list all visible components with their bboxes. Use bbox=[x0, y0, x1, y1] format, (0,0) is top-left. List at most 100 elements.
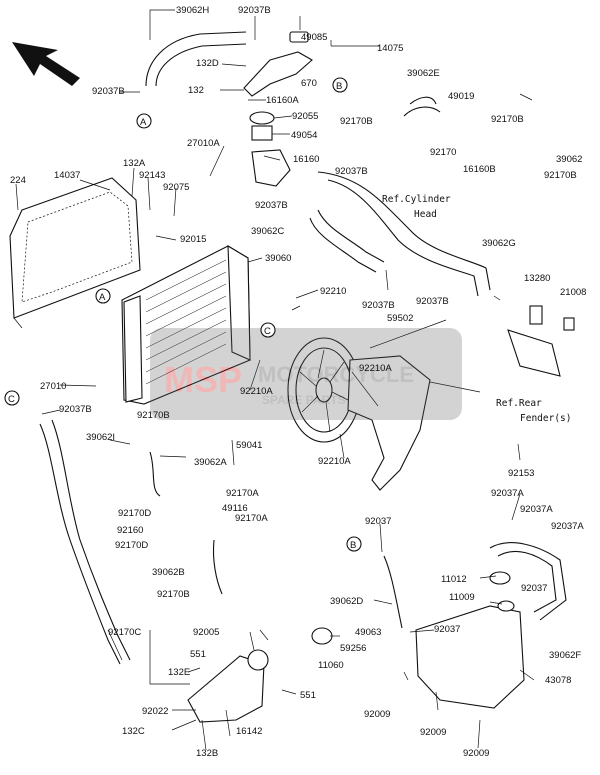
part-label: 670 bbox=[301, 78, 317, 89]
part-label: 92037B bbox=[255, 200, 288, 211]
part-label: 39062C bbox=[251, 226, 284, 237]
part-label: 132 bbox=[188, 85, 204, 96]
part-label: 92170B bbox=[491, 114, 524, 125]
callout-b-2: B bbox=[350, 540, 356, 551]
part-label: 92170A bbox=[226, 488, 259, 499]
cooling-fan bbox=[287, 337, 481, 491]
part-label: 92170B bbox=[157, 589, 190, 600]
part-label: 92037B bbox=[362, 300, 395, 311]
ref-rear-fender-line2: Fender(s) bbox=[520, 413, 571, 424]
part-label: 14037 bbox=[54, 170, 80, 181]
part-label: 92170 bbox=[430, 147, 456, 158]
part-label: 551 bbox=[190, 649, 206, 660]
part-label: 92210A bbox=[318, 456, 351, 467]
part-label: 39062E bbox=[407, 68, 440, 79]
reservoir-tank bbox=[415, 571, 525, 709]
part-label: 551 bbox=[300, 690, 316, 701]
ref-rear-fender-line1: Ref.Rear bbox=[496, 398, 542, 409]
part-label: 49116 bbox=[222, 503, 248, 514]
part-label: 92160 bbox=[117, 525, 143, 536]
part-label: 92210A bbox=[359, 363, 392, 374]
part-label: 27010 bbox=[40, 381, 66, 392]
part-label: 92037 bbox=[365, 516, 391, 527]
part-label: 59041 bbox=[236, 440, 262, 451]
front-direction-arrow-icon bbox=[12, 42, 80, 86]
part-label: 49085 bbox=[301, 32, 327, 43]
part-label: 92037 bbox=[521, 583, 547, 594]
part-label: 39062F bbox=[549, 650, 581, 661]
callout-a-1: A bbox=[140, 117, 147, 128]
part-label: 92022 bbox=[142, 706, 168, 717]
part-label: 92170D bbox=[118, 508, 151, 519]
thermostat-housing bbox=[243, 31, 313, 187]
part-label: 39062I bbox=[86, 432, 115, 443]
part-label: 132E bbox=[168, 667, 190, 678]
radiator-core bbox=[121, 245, 251, 405]
part-label: 14075 bbox=[377, 43, 403, 54]
radiator-screen bbox=[9, 177, 141, 329]
bracket bbox=[507, 305, 575, 377]
part-label: 16160A bbox=[266, 95, 299, 106]
part-label: 92055 bbox=[292, 111, 318, 122]
part-label: 13280 bbox=[524, 273, 550, 284]
part-label: 132D bbox=[196, 58, 219, 69]
leader-lines bbox=[15, 9, 535, 751]
part-label: 59256 bbox=[340, 643, 366, 654]
part-label: 27010A bbox=[187, 138, 220, 149]
watermark-text: MOTORCYCLE bbox=[258, 362, 414, 387]
part-label: 39060 bbox=[265, 253, 291, 264]
part-label: 92170B bbox=[137, 410, 170, 421]
part-label: 39062 bbox=[556, 154, 582, 165]
part-label: 92015 bbox=[180, 234, 206, 245]
water-pump bbox=[187, 627, 333, 723]
hoses bbox=[39, 31, 567, 665]
part-label: 11012 bbox=[441, 574, 467, 585]
part-label: 92037A bbox=[520, 504, 553, 515]
part-label: 92153 bbox=[508, 468, 534, 479]
part-label: 92037B bbox=[92, 86, 125, 97]
part-label: 39062G bbox=[482, 238, 516, 249]
part-label: 92143 bbox=[139, 170, 165, 181]
part-label: 92037 bbox=[434, 624, 460, 635]
part-label: 39062D bbox=[330, 596, 363, 607]
ref-cylinder-head-line1: Ref.Cylinder bbox=[382, 194, 451, 205]
callout-c-2: C bbox=[8, 394, 15, 405]
part-label: 92009 bbox=[364, 709, 390, 720]
part-label: 92210 bbox=[320, 286, 346, 297]
callout-circles: A B A C C B bbox=[4, 77, 362, 552]
part-label: 92210A bbox=[240, 386, 273, 397]
part-label: 39062A bbox=[194, 457, 227, 468]
callout-a-2: A bbox=[99, 292, 106, 303]
part-label: 39062H bbox=[176, 5, 209, 16]
part-label: 16160 bbox=[293, 154, 319, 165]
part-labels: 39062H 92037B 92037B 49085 14075 132D 67… bbox=[10, 5, 586, 759]
part-label: 59502 bbox=[387, 313, 413, 324]
part-label: 92170B bbox=[544, 170, 577, 181]
watermark: MSP MOTORCYCLE SPARE PARTS bbox=[150, 328, 462, 420]
part-label: 92009 bbox=[420, 727, 446, 738]
part-label: 92037A bbox=[551, 521, 584, 532]
part-label: 49063 bbox=[355, 627, 381, 638]
watermark-subtext: SPARE PARTS bbox=[262, 393, 346, 407]
part-label: 92170B bbox=[340, 116, 373, 127]
callout-b-1: B bbox=[336, 81, 342, 92]
part-label: 21008 bbox=[560, 287, 586, 298]
part-label: 132A bbox=[123, 158, 146, 169]
ref-cylinder-head-line2: Head bbox=[414, 209, 437, 220]
watermark-logo: MSP bbox=[164, 359, 242, 400]
part-label: 92005 bbox=[193, 627, 219, 638]
part-label: 92170C bbox=[108, 627, 141, 638]
part-label: 92009 bbox=[463, 748, 489, 759]
part-label: 11009 bbox=[449, 592, 475, 603]
callout-c-1: C bbox=[264, 326, 271, 337]
part-label: 132B bbox=[196, 748, 218, 759]
reference-notes: Ref.Cylinder Head Ref.Rear Fender(s) bbox=[382, 194, 571, 424]
part-label: 49054 bbox=[291, 130, 317, 141]
part-label: 39062B bbox=[152, 567, 185, 578]
part-label: 92037B bbox=[416, 296, 449, 307]
part-label: 43078 bbox=[545, 675, 571, 686]
part-label: 92075 bbox=[163, 182, 189, 193]
part-label: 16160B bbox=[463, 164, 496, 175]
part-label: 92037B bbox=[335, 166, 368, 177]
